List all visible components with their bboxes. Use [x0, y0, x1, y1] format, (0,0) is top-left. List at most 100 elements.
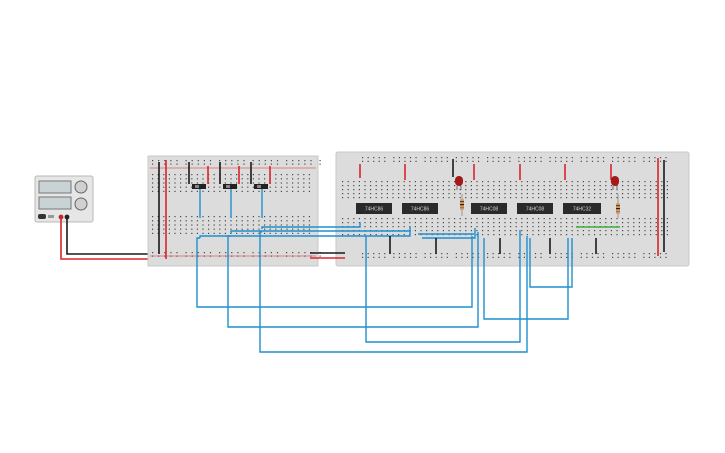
hole[interactable]	[504, 189, 506, 191]
hole[interactable]	[297, 228, 299, 230]
hole[interactable]	[610, 189, 612, 191]
hole[interactable]	[358, 234, 360, 236]
hole[interactable]	[442, 181, 444, 183]
hole[interactable]	[258, 252, 260, 254]
hole[interactable]	[437, 230, 439, 232]
hole[interactable]	[414, 189, 416, 191]
hole[interactable]	[638, 234, 640, 236]
hole[interactable]	[655, 197, 657, 199]
hole[interactable]	[577, 197, 579, 199]
hole[interactable]	[364, 226, 366, 228]
hole[interactable]	[403, 222, 405, 224]
hole[interactable]	[185, 163, 187, 165]
hole[interactable]	[303, 228, 305, 230]
hole[interactable]	[455, 160, 457, 162]
hole[interactable]	[152, 178, 154, 180]
hole[interactable]	[515, 222, 517, 224]
hole[interactable]	[543, 234, 545, 236]
hole[interactable]	[420, 230, 422, 232]
hole[interactable]	[448, 222, 450, 224]
hole[interactable]	[252, 220, 254, 222]
hole[interactable]	[386, 197, 388, 199]
hole[interactable]	[393, 253, 395, 255]
hole[interactable]	[650, 234, 652, 236]
hole[interactable]	[492, 157, 494, 159]
large-board-jumpers[interactable]	[359, 158, 665, 256]
hole[interactable]	[241, 190, 243, 192]
hole[interactable]	[319, 255, 321, 257]
hole[interactable]	[498, 189, 500, 191]
hole[interactable]	[465, 226, 467, 228]
hole[interactable]	[152, 220, 154, 222]
hole[interactable]	[176, 160, 178, 162]
hole[interactable]	[286, 216, 288, 218]
hole[interactable]	[180, 232, 182, 234]
hole[interactable]	[414, 234, 416, 236]
hole[interactable]	[655, 226, 657, 228]
hole[interactable]	[347, 222, 349, 224]
hole[interactable]	[521, 230, 523, 232]
hole[interactable]	[493, 181, 495, 183]
hole[interactable]	[292, 232, 294, 234]
supply-positive-wire[interactable]	[60, 219, 152, 260]
hole[interactable]	[364, 218, 366, 220]
hole[interactable]	[532, 230, 534, 232]
hole[interactable]	[509, 253, 511, 255]
hole[interactable]	[297, 186, 299, 188]
hole[interactable]	[650, 193, 652, 195]
hole[interactable]	[180, 190, 182, 192]
hole[interactable]	[424, 253, 426, 255]
hole[interactable]	[446, 253, 448, 255]
hole[interactable]	[431, 185, 433, 187]
hole[interactable]	[540, 253, 542, 255]
hole[interactable]	[661, 197, 663, 199]
hole[interactable]	[225, 163, 227, 165]
hole[interactable]	[549, 185, 551, 187]
hole[interactable]	[258, 174, 260, 176]
hole[interactable]	[487, 189, 489, 191]
hole[interactable]	[342, 185, 344, 187]
hole[interactable]	[347, 197, 349, 199]
hole[interactable]	[538, 218, 540, 220]
hole[interactable]	[622, 181, 624, 183]
hole[interactable]	[534, 160, 537, 162]
hole[interactable]	[398, 222, 400, 224]
hole[interactable]	[665, 160, 667, 162]
hole[interactable]	[442, 222, 444, 224]
hole[interactable]	[532, 234, 534, 236]
hole[interactable]	[191, 224, 193, 226]
hole[interactable]	[180, 220, 182, 222]
hole[interactable]	[538, 234, 540, 236]
hole[interactable]	[599, 234, 601, 236]
hole[interactable]	[482, 197, 484, 199]
hole[interactable]	[560, 256, 562, 258]
hole[interactable]	[605, 218, 607, 220]
hole[interactable]	[627, 234, 629, 236]
hole[interactable]	[446, 160, 448, 162]
hole[interactable]	[446, 157, 448, 159]
hole[interactable]	[504, 181, 506, 183]
hole[interactable]	[476, 230, 478, 232]
hole[interactable]	[644, 230, 646, 232]
hole[interactable]	[297, 232, 299, 234]
hole[interactable]	[264, 232, 266, 234]
hole[interactable]	[555, 256, 557, 258]
hole[interactable]	[375, 234, 377, 236]
hole[interactable]	[286, 232, 288, 234]
hole[interactable]	[555, 157, 557, 159]
hole[interactable]	[398, 197, 400, 199]
hole[interactable]	[540, 157, 542, 159]
hole[interactable]	[409, 189, 411, 191]
hole[interactable]	[319, 163, 321, 165]
hole[interactable]	[515, 193, 517, 195]
hole[interactable]	[286, 224, 288, 226]
hole[interactable]	[373, 256, 375, 258]
hole[interactable]	[521, 226, 523, 228]
hole[interactable]	[219, 190, 221, 192]
hole[interactable]	[465, 185, 467, 187]
hole[interactable]	[633, 185, 635, 187]
hole[interactable]	[566, 256, 568, 258]
hole[interactable]	[465, 193, 467, 195]
hole[interactable]	[269, 224, 271, 226]
hole[interactable]	[424, 160, 426, 162]
